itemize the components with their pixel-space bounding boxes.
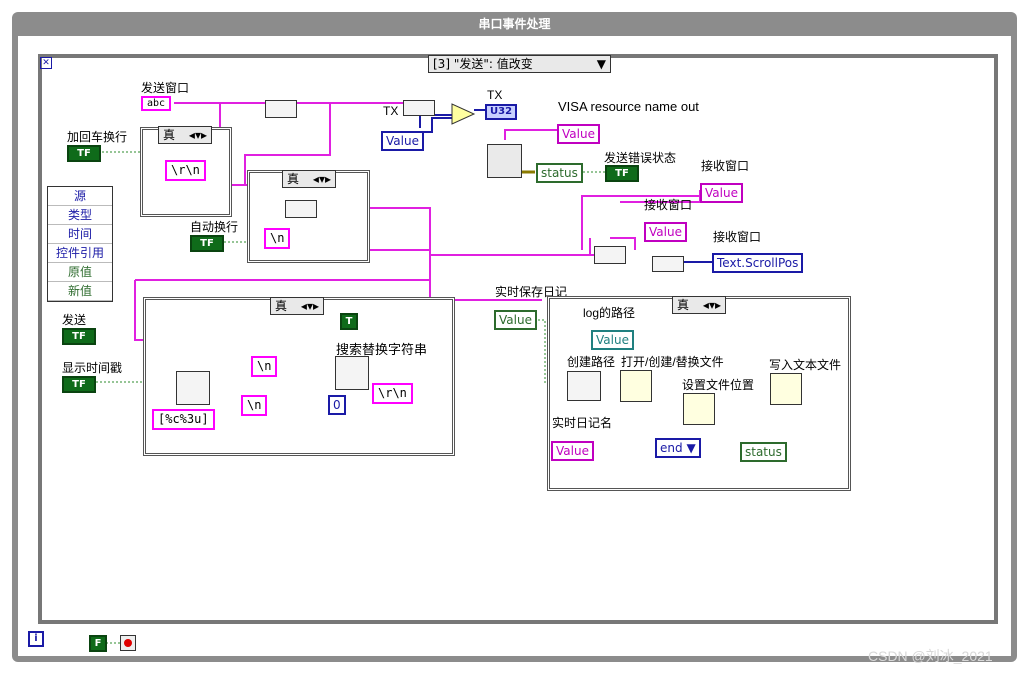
case-log-value: 真 <box>677 298 690 312</box>
set-pos-node <box>683 393 715 425</box>
stop-icon[interactable] <box>120 635 136 651</box>
event-data-node: 源 类型 时间 控件引用 原值 新值 <box>47 186 113 302</box>
label-add-cr: 加回车换行 <box>67 130 128 144</box>
event-data-time: 时间 <box>48 225 112 244</box>
label-tx: TX <box>383 104 399 118</box>
watermark: CSDN @刘冰_2021 <box>868 648 993 664</box>
label-auto-newline: 自动换行 <box>190 220 239 234</box>
end-enum[interactable]: end ▼ <box>655 438 701 458</box>
log-path-value[interactable]: Value <box>591 330 634 350</box>
label-send: 发送 <box>62 313 87 327</box>
add-cr-terminal[interactable]: TF <box>67 145 101 162</box>
event-data-new: 新值 <box>48 282 112 301</box>
crlf-constant[interactable]: \r\n <box>165 160 206 181</box>
label-set-pos: 设置文件位置 <box>682 378 755 392</box>
label-log-path: log的路径 <box>583 306 636 320</box>
send-terminal[interactable]: TF <box>62 328 96 345</box>
chevron-down-icon: ▼ <box>686 441 696 455</box>
send-window-terminal[interactable]: abc <box>141 96 172 111</box>
case-selector-log[interactable]: 真 ◂▾▸ <box>672 296 726 314</box>
recv-scrollpos[interactable]: Text.ScrollPos <box>712 253 804 273</box>
format-constant[interactable]: [%c%3u] <box>152 409 215 430</box>
label-open-file: 打开/创建/替换文件 <box>621 355 724 369</box>
close-icon[interactable]: ✕ <box>40 57 52 69</box>
case-selector-cr[interactable]: 真 ◂▾▸ <box>158 126 212 144</box>
concat-node-1 <box>285 200 317 218</box>
chevron-down-icon: ◂▾▸ <box>702 298 721 312</box>
string-length-node <box>403 100 435 116</box>
open-file-node <box>620 370 652 402</box>
case-selector-newline[interactable]: 真 ◂▾▸ <box>282 170 336 188</box>
label-send-error: 发送错误状态 <box>604 151 677 165</box>
show-timestamp-terminal[interactable]: TF <box>62 376 96 393</box>
chevron-down-icon: ◂▾▸ <box>312 172 331 186</box>
label-recv-2: 接收窗口 <box>644 198 693 212</box>
case-selector-timestamp[interactable]: 真 ◂▾▸ <box>270 297 324 315</box>
stop-dot <box>124 639 132 647</box>
realtime-log-value[interactable]: Value <box>494 310 537 330</box>
status-unbundle[interactable]: status <box>536 163 583 183</box>
label-realtime-name: 实时日记名 <box>552 416 613 430</box>
event-data-type: 类型 <box>48 206 112 225</box>
label-recv-1: 接收窗口 <box>701 159 750 173</box>
chevron-down-icon: ▼ <box>596 57 606 71</box>
end-enum-value: end <box>660 441 683 455</box>
realtime-name-value[interactable]: Value <box>551 441 594 461</box>
log-status-unbundle[interactable]: status <box>740 442 787 462</box>
clock-icon <box>176 371 210 405</box>
search-replace-node <box>335 356 369 390</box>
label-tx-out: TX <box>487 88 503 102</box>
label-create-path: 创建路径 <box>567 355 616 369</box>
event-case-label: [3] "发送": 值改变 <box>433 57 533 71</box>
recv-value-2[interactable]: Value <box>644 222 687 242</box>
string-length-node-2 <box>652 256 684 272</box>
lf-constant-3[interactable]: \n <box>241 395 268 416</box>
increment-node <box>451 103 476 125</box>
case-timestamp-value: 真 <box>275 299 288 313</box>
event-case-selector[interactable]: [3] "发送": 值改变 ▼ <box>428 55 611 73</box>
label-recv-3: 接收窗口 <box>713 230 762 244</box>
label-realtime-log: 实时保存日记 <box>495 285 568 299</box>
tx-property-value[interactable]: Value <box>381 131 424 151</box>
false-constant[interactable]: F <box>89 635 107 652</box>
recv-value-1[interactable]: Value <box>700 183 743 203</box>
case-cr-value: 真 <box>163 128 176 142</box>
chevron-down-icon: ◂▾▸ <box>300 299 319 313</box>
concat-node-recv <box>594 246 626 264</box>
iteration-terminal: i <box>28 631 44 647</box>
crlf-constant-2[interactable]: \r\n <box>372 383 413 404</box>
visa-write-node <box>487 144 522 178</box>
event-data-ctlref: 控件引用 <box>48 244 112 263</box>
label-visa-out: VISA resource name out <box>558 99 699 114</box>
label-show-timestamp: 显示时间戳 <box>62 361 123 375</box>
chevron-down-icon: ◂▾▸ <box>188 128 207 142</box>
lf-constant-1[interactable]: \n <box>264 228 291 249</box>
event-data-source: 源 <box>48 187 112 206</box>
zero-constant[interactable]: 0 <box>328 395 346 415</box>
build-path-node <box>567 371 601 401</box>
lf-constant-2[interactable]: \n <box>251 356 278 377</box>
label-search-replace: 搜索替换字符串 <box>336 342 428 357</box>
concat-node-0 <box>265 100 297 118</box>
auto-newline-terminal[interactable]: TF <box>190 235 224 252</box>
true-constant[interactable]: T <box>340 313 358 330</box>
label-write-file: 写入文本文件 <box>769 358 842 372</box>
tx-u32-indicator[interactable]: U32 <box>485 104 518 120</box>
window-title: 串口事件处理 <box>478 17 551 31</box>
label-send-window: 发送窗口 <box>141 81 190 95</box>
event-data-old: 原值 <box>48 263 112 282</box>
write-file-node <box>770 373 802 405</box>
send-error-indicator[interactable]: TF <box>605 165 639 182</box>
case-newline-value: 真 <box>287 172 300 186</box>
visa-value[interactable]: Value <box>557 124 600 144</box>
